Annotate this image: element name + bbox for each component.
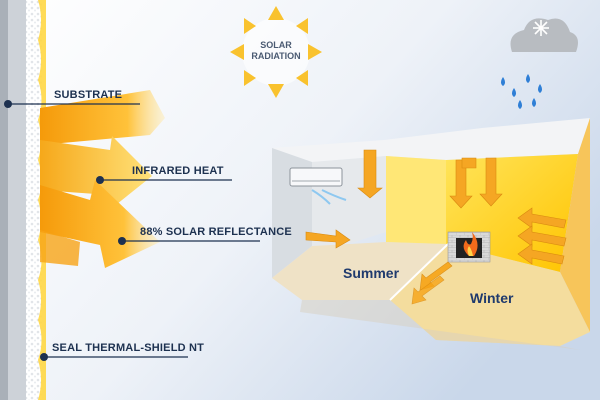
arrow-summer-floor [305, 229, 351, 249]
beam-infrared [40, 136, 152, 208]
callout-dot-infrared [96, 176, 104, 184]
callout-dot-seal [40, 353, 48, 361]
fireplace-icon [447, 231, 491, 263]
arrow-winter-wall-3 [517, 243, 565, 265]
callout-substrate: SUBSTRATE [54, 89, 123, 101]
arrow-winter-ceiling-2 [479, 157, 503, 207]
solar-radiation-line2: RADIATION [251, 51, 301, 61]
room-heat-arrows [305, 149, 567, 305]
callout-lines [4, 100, 260, 361]
arrow-winter-wall-2 [517, 225, 567, 247]
cloud-snow-icon [510, 18, 578, 52]
callout-dot-substrate [4, 100, 12, 108]
arrow-winter-ceiling-3 [461, 157, 477, 169]
air-conditioner-icon [289, 167, 347, 205]
beam-reflectance [40, 180, 160, 268]
substrate-wall [0, 0, 28, 400]
rain-drop-icon [501, 74, 542, 109]
arrow-summer-ceiling [357, 149, 383, 199]
solar-radiation-line1: SOLAR [260, 40, 292, 50]
room-summer-label: Summer [343, 265, 400, 281]
callout-dot-reflectance [118, 237, 126, 245]
arrow-winter-wall-1 [517, 207, 567, 229]
arrow-winter-floor-2 [411, 275, 445, 305]
callout-infrared-heat: INFRARED HEAT [132, 165, 224, 177]
solar-radiation-label: SOLAR RADIATION [241, 40, 311, 62]
room-winter-label: Winter [470, 290, 514, 306]
sun-icon [230, 6, 322, 98]
callout-seal-thermal-shield: SEAL THERMAL-SHIELD NT [52, 342, 205, 354]
callout-solar-reflectance: 88% SOLAR REFLECTANCE [140, 226, 292, 238]
